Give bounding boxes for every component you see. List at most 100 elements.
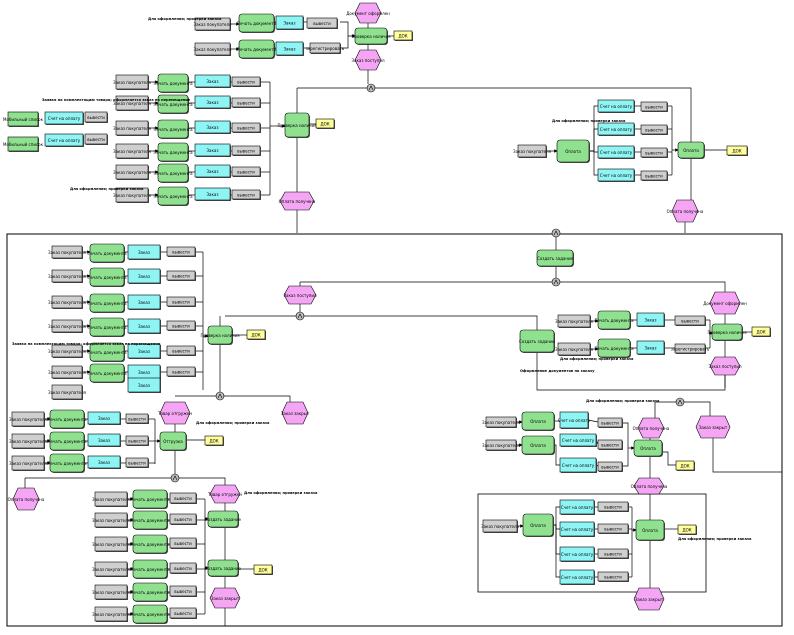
bf-out-0-label: вывести (604, 505, 622, 510)
ll2-doc-4 (94, 584, 128, 600)
ul-fn-0 (157, 73, 189, 93)
rl-event-2 (695, 415, 731, 439)
top-connector-glyph (368, 85, 374, 91)
mid-connector-3-glyph (297, 313, 303, 319)
ul-doc-2 (115, 120, 149, 136)
ml-out-4 (166, 345, 196, 356)
top-output-label: ДОК (398, 34, 407, 39)
ll2-out-2 (169, 537, 197, 549)
ml-connector-glyph (217, 393, 223, 399)
rl-l2 (684, 401, 711, 416)
bf-sys-3 (559, 569, 595, 585)
rm-fn-1-label: Печать документа (594, 318, 634, 323)
ml-doc-3 (51, 319, 83, 333)
ul-fn-4 (157, 163, 189, 183)
ml-doc-4 (51, 344, 83, 358)
ul-doc-4-label: Заказ покупателя (113, 170, 152, 175)
ll2-event-label: Заказ закрыт (211, 596, 240, 601)
ml-output (246, 329, 266, 340)
ur-sys-2 (597, 145, 635, 159)
ml-fn-5-label: Печать документа (87, 371, 127, 376)
rm-left-fn-label: Создать задание (519, 339, 556, 344)
bf-l-1 (553, 524, 560, 530)
rm-event-2-label: Заказ поступил (708, 364, 741, 369)
top-out-2-label: зарегистрировать (306, 46, 345, 51)
ul-sys-5-label: Заказ (206, 192, 218, 197)
top-out-2 (309, 42, 341, 54)
ml-out-3-label: вывести (172, 324, 190, 329)
ll2-doc-2 (94, 536, 128, 552)
ul-doc-0 (115, 74, 149, 90)
ll1-fn-2-label: Печать документа (47, 461, 87, 466)
rl-out-3 (597, 461, 623, 472)
ul-doc-5-label: Заказ покупателя (113, 193, 152, 198)
ml-fn-2-label: Печать документа (87, 301, 127, 306)
ml-sys-2 (127, 294, 161, 310)
bf-main-fn (635, 519, 665, 541)
rl-doc-1 (485, 416, 517, 428)
ll1-sys-1 (87, 433, 121, 447)
ml-doc-5-label: Заказ покупателя (48, 370, 87, 375)
ul-fn-b (7, 136, 39, 152)
ml-fn-2 (89, 293, 125, 313)
ll2-fn-3-label: Печать документа (130, 567, 170, 572)
rl-note: Для оформления; проверки заказа (586, 399, 660, 403)
ul-out-4 (231, 166, 261, 177)
ll2-fn-5-label: Печать документа (130, 612, 170, 617)
ml-out-2-label: вывести (172, 300, 190, 305)
rm-out-1 (674, 315, 706, 326)
ml-sys-3 (127, 318, 161, 334)
ur-note: Для оформления; проверки заказа (552, 119, 626, 123)
top-sys-1-label: Заказ (283, 21, 295, 26)
bf-sys-3-label: Счет на оплату (561, 575, 594, 580)
ll1-out-2 (125, 457, 149, 468)
ur-out-0 (640, 101, 668, 112)
ll2-fn-0-label: Печать документа (130, 497, 170, 502)
ll1-sys-2-label: Заказ (98, 460, 110, 465)
ll1-event-label: Оплата получена (8, 497, 45, 502)
ul-out-0 (231, 76, 261, 87)
ml-sys-0-label: Заказ (138, 250, 150, 255)
ll2-doc-0 (94, 491, 128, 507)
ll1-fn-1-label: Печать документа (47, 439, 87, 444)
ml-fn-3-label: Печать документа (87, 325, 127, 330)
rl-vbus (622, 422, 629, 467)
bf-sys-2 (559, 546, 595, 562)
ul-fn-3-label: Печать документа (153, 150, 193, 155)
rl-out-1 (597, 417, 623, 428)
mid-fn-1-label: Создать задание (537, 256, 574, 261)
ll1-doc-2 (11, 455, 45, 471)
rl-main-fn (633, 439, 663, 457)
bf-sys-1-label: Счет на оплату (561, 527, 594, 532)
ml-doc-2 (51, 295, 83, 309)
ul-out-2 (231, 122, 261, 133)
ll1-out-0 (125, 413, 149, 424)
ml-note-2: Для оформления; проверки заказа (196, 421, 270, 425)
ll2-out-0 (169, 492, 197, 504)
mid-event-1-label: Заказ поступил (283, 293, 316, 298)
ll2-fn-4 (132, 582, 168, 602)
ml-fn-4 (89, 342, 125, 362)
ur-out-3-label: вывести (645, 174, 663, 179)
ul-sys-b (44, 133, 84, 147)
rm-fn-2 (597, 338, 631, 358)
rm-left-fn (519, 329, 555, 353)
ll2-fn-2 (132, 534, 168, 554)
ul-out-b (84, 133, 108, 145)
ml-doc-3-label: Заказ покупателя (48, 324, 87, 329)
ul-doc-5 (115, 187, 149, 203)
bf-fn (522, 513, 554, 537)
ml-out-5 (166, 366, 196, 377)
ul-sys-0-label: Заказ (206, 79, 218, 84)
ul-sys-5 (194, 187, 231, 201)
ll1-out-1-label: вывести (128, 439, 146, 444)
top-fn-2 (238, 39, 275, 59)
top-sys-1 (275, 15, 304, 30)
ll1-sys-0 (87, 411, 121, 425)
ul-main-fn (284, 112, 310, 138)
rl-doc-1-label: Заказ покупателя (482, 420, 521, 425)
bf-out-1 (597, 523, 629, 534)
ur-l-0 (589, 105, 598, 152)
ul-sys-3-label: Заказ (206, 148, 218, 153)
rm-out-2 (674, 343, 706, 354)
